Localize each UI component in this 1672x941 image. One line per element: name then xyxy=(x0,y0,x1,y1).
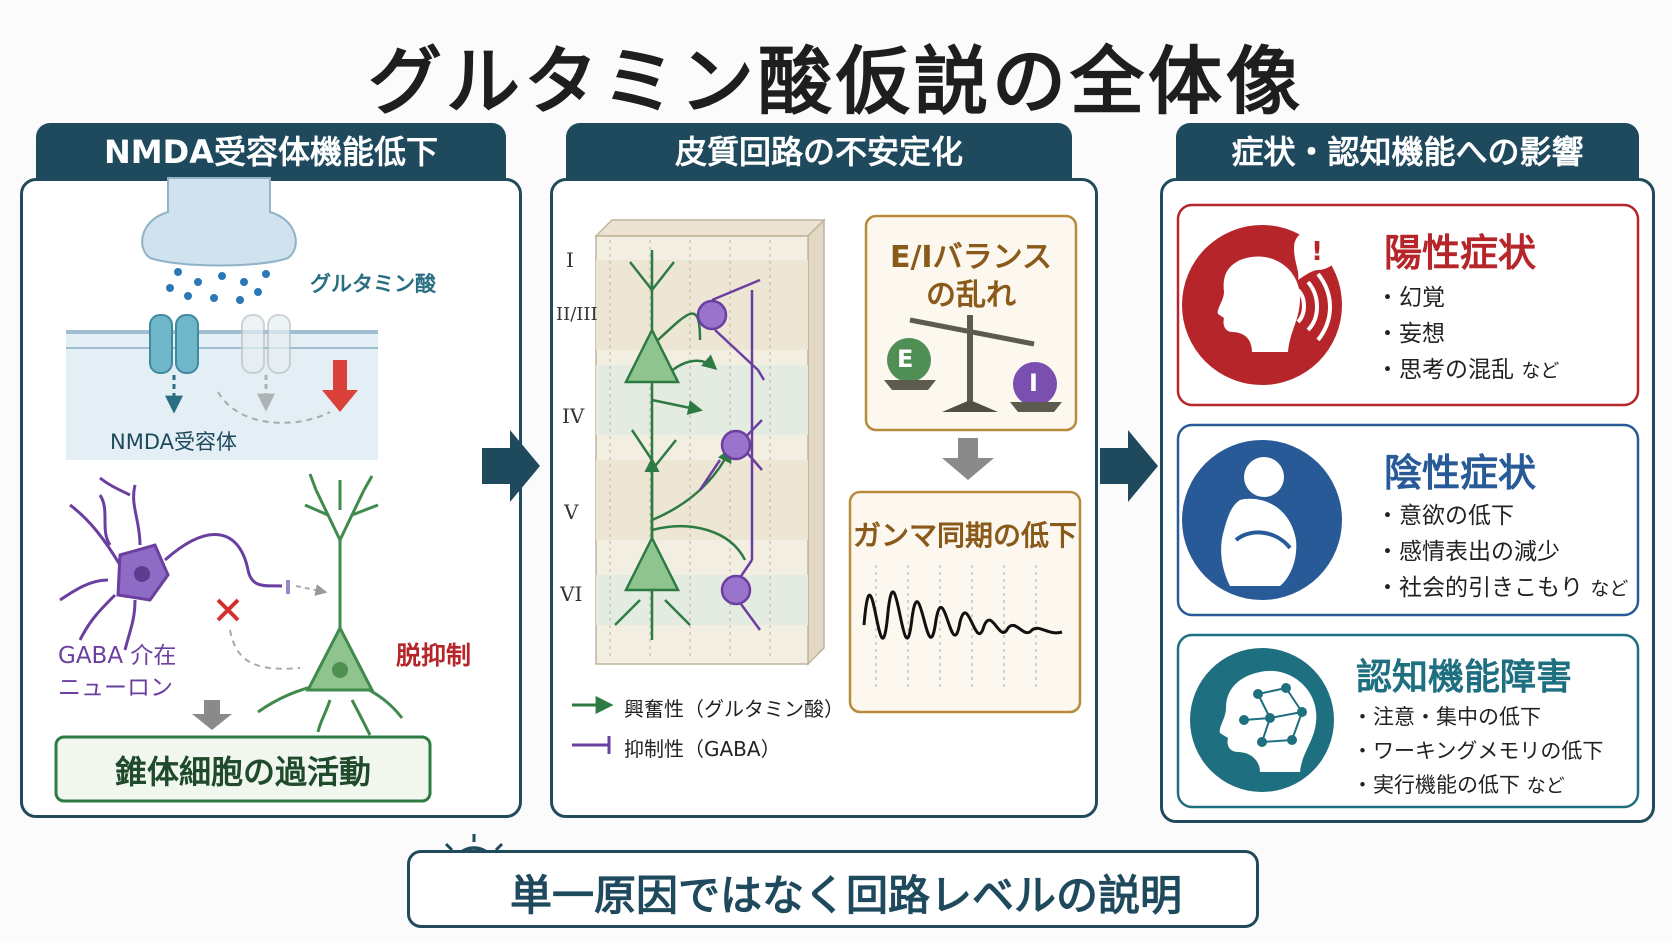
positive-list: 幻覚 妄想 思考の混乱 など xyxy=(1376,280,1559,389)
flow-arrow-2-icon xyxy=(1100,430,1158,502)
legend-excitatory: 興奮性（グルタミン酸） xyxy=(624,697,844,721)
list-item: 注意・集中の低下 xyxy=(1352,700,1603,734)
glutamate-label: グルタミン酸 xyxy=(310,272,436,296)
list-item: 社会的引きこもり など xyxy=(1376,570,1628,607)
block-x-icon xyxy=(216,598,301,670)
gaba-label-2: ニューロン xyxy=(58,675,173,701)
withdrawal-icon xyxy=(1182,440,1342,600)
hallucination-icon: ! xyxy=(1182,225,1342,385)
pyramidal-neuron xyxy=(257,473,404,736)
positive-title: 陽性症状 xyxy=(1384,231,1537,275)
ei-title-2: の乱れ xyxy=(926,278,1016,313)
left-panel xyxy=(20,178,522,818)
nmda-receptor-inactive xyxy=(241,314,291,412)
left-panel-header: NMDA受容体機能低下 xyxy=(36,123,506,181)
down-arrow-icon xyxy=(192,700,232,730)
page-title: グルタミン酸仮説の全体像 xyxy=(368,39,1304,125)
list-item: 幻覚 xyxy=(1376,280,1559,316)
nmda-receptor-active xyxy=(149,314,199,414)
result-label: 錐体細胞の過活動 xyxy=(114,753,371,791)
legend-inhibitory: 抑制性（GABA） xyxy=(624,737,781,761)
list-item: 思考の混乱 など xyxy=(1376,352,1559,389)
list-item: 実行機能の低下 など xyxy=(1352,768,1603,803)
disinhibition-label: 脱抑制 xyxy=(396,641,472,670)
gamma-title: ガンマ同期の低下 xyxy=(852,519,1077,552)
nmda-receptor-label: NMDA受容体 xyxy=(110,430,237,454)
cortex-block xyxy=(572,218,826,754)
synapse-illustration xyxy=(66,177,378,460)
layer-label-3: IV xyxy=(562,404,585,428)
summary-box xyxy=(407,850,1259,928)
list-item: ワーキングメモリの低下 xyxy=(1352,734,1603,768)
gaba-interneuron xyxy=(59,476,328,651)
layer-label-2: II/III xyxy=(556,304,598,325)
layer-label-1: I xyxy=(566,248,574,272)
svg-text:!: ! xyxy=(1311,237,1323,267)
list-item: 妄想 xyxy=(1376,316,1559,352)
i-letter: I xyxy=(1029,369,1038,397)
gamma-wave xyxy=(862,590,1063,640)
list-item: 感情表出の減少 xyxy=(1376,534,1628,570)
ei-title-1: E/Iバランス xyxy=(889,240,1052,275)
cognitive-title: 認知機能障害 xyxy=(1356,657,1573,698)
negative-title: 陰性症状 xyxy=(1384,451,1537,495)
flow-arrow-1-icon xyxy=(482,430,540,502)
negative-list: 意欲の低下 感情表出の減少 社会的引きこもり など xyxy=(1376,498,1628,607)
decrease-arrow-icon xyxy=(322,360,358,412)
layer-label-5: VI xyxy=(560,582,583,606)
brain-network-icon xyxy=(1190,648,1334,792)
down-arrow-icon-2 xyxy=(942,438,994,480)
scale-icon xyxy=(884,315,1062,412)
list-item: 意欲の低下 xyxy=(1376,498,1628,534)
result-box xyxy=(54,735,432,803)
right-panel-header: 症状・認知機能への影響 xyxy=(1176,123,1639,181)
e-letter: E xyxy=(897,345,914,373)
gaba-label-1: GABA 介在 xyxy=(58,643,177,669)
middle-panel-header: 皮質回路の不安定化 xyxy=(566,123,1072,181)
layer-label-4: V xyxy=(564,500,579,524)
cognitive-list: 注意・集中の低下 ワーキングメモリの低下 実行機能の低下 など xyxy=(1352,700,1603,803)
summary-text: 単一原因ではなく回路レベルの説明 xyxy=(510,871,1183,920)
